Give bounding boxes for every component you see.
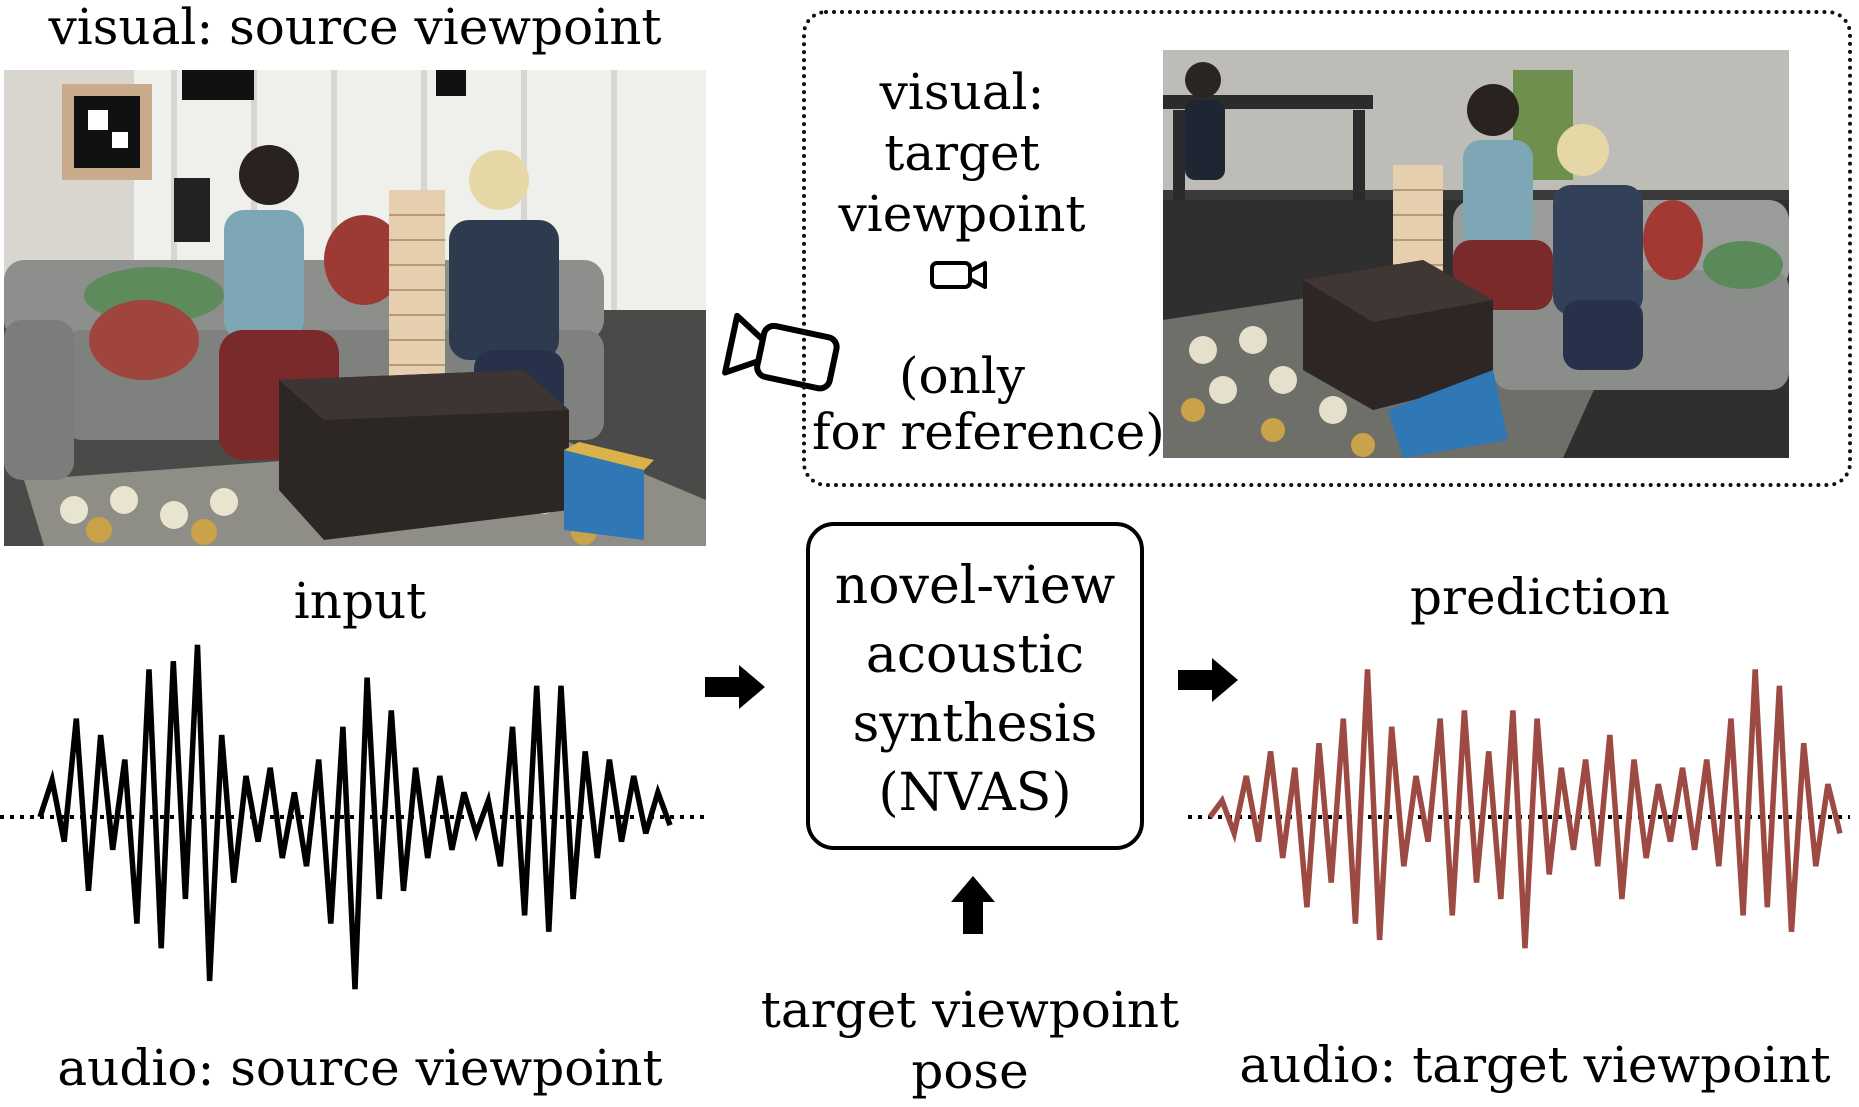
video-camera-icon: [722, 310, 842, 400]
nvas-line3: synthesis: [852, 694, 1098, 754]
prediction-label: prediction: [1410, 568, 1670, 626]
reference-box: [802, 10, 1852, 487]
reference-line2: for reference): [812, 403, 1165, 461]
input-waveform: [0, 644, 705, 990]
prediction-wave-line: [1207, 669, 1843, 949]
video-camera-icon: [929, 258, 989, 292]
nvas-line1: novel-view: [834, 556, 1116, 616]
audio-source-label: audio: source viewpoint: [57, 1039, 663, 1097]
source-viewpoint-photo: [4, 70, 706, 546]
visual-target-line1: visual:: [879, 63, 1045, 121]
nvas-box: novel-view acoustic synthesis (NVAS): [806, 522, 1144, 850]
visual-target-line3: viewpoint: [838, 185, 1086, 243]
visual-target-label: visual: target viewpoint: [822, 62, 1102, 245]
visual-source-label: visual: source viewpoint: [48, 0, 662, 56]
input-label: input: [293, 572, 427, 630]
target-pose-line2: pose: [911, 1042, 1029, 1100]
reference-line1: (only: [898, 347, 1026, 405]
visual-target-line2: target: [884, 124, 1040, 182]
target-viewpoint-photo: [1163, 50, 1789, 458]
reference-note: (only for reference): [812, 347, 1165, 461]
target-pose-line1: target viewpoint: [760, 981, 1180, 1039]
input-wave-line: [37, 644, 673, 990]
arrow-right-icon: [1178, 658, 1240, 702]
target-pose-label: target viewpoint pose: [740, 980, 1200, 1102]
audio-target-label: audio: target viewpoint: [1239, 1036, 1831, 1094]
nvas-line2: acoustic: [865, 625, 1085, 685]
arrow-right-icon: [705, 665, 767, 709]
prediction-waveform: [1188, 669, 1850, 949]
nvas-line4: (NVAS): [878, 763, 1072, 823]
arrow-up-icon: [951, 876, 995, 934]
